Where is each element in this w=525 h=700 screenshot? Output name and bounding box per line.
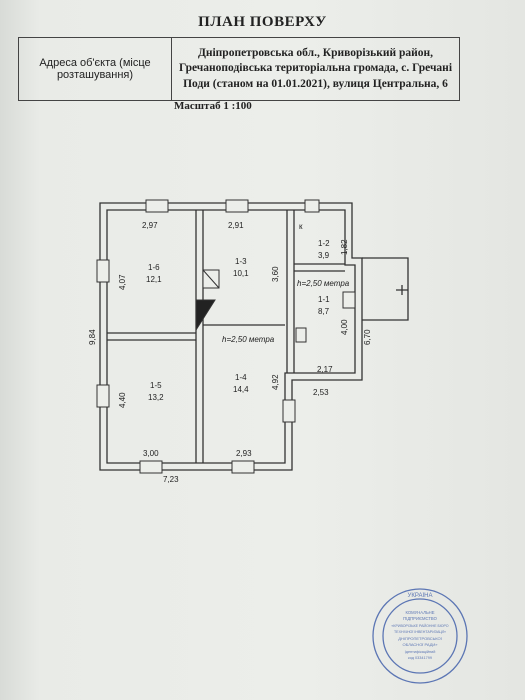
address-table: Адреса об'єкта (місце розташування) Дніп… — [18, 37, 460, 101]
room-area-1-2: 3,9 — [318, 251, 330, 260]
stamp-line-6: ОБЛАСНОЇ РАДИ» — [402, 642, 438, 647]
official-stamp: УКРАЇНА КОМУНАЛЬНЕ ПІДПРИЄМСТВО «КРИВОРІ… — [372, 588, 468, 684]
wall-h-left — [107, 332, 196, 341]
room-id-1-4: 1-4 — [235, 373, 247, 382]
height-label-1: h=2,50 метра — [297, 279, 350, 288]
address-label: Адреса об'єкта (місце розташування) — [19, 38, 172, 100]
scale-label: Масштаб 1 :100 — [174, 100, 252, 112]
cooker — [295, 327, 307, 343]
dim-297: 2,97 — [142, 221, 158, 230]
room-id-1-2: 1-2 — [318, 239, 330, 248]
stamp-line-8: код 03341799 — [408, 656, 432, 660]
stamp-line-7: Ідентифікаційний — [405, 650, 436, 654]
dim-182: 1,82 — [340, 239, 349, 255]
dim-217: 2,17 — [317, 365, 333, 374]
window-6 — [139, 460, 163, 474]
outer-wall — [99, 202, 363, 471]
chimney — [195, 299, 216, 332]
dim-291: 2,91 — [228, 221, 244, 230]
marker-k: к — [299, 222, 303, 231]
wall-v-mid — [195, 210, 204, 463]
entry-arrow — [396, 285, 408, 295]
height-label-2: h=2,50 метра — [222, 335, 275, 344]
room-area-1-1: 8,7 — [318, 307, 330, 316]
dim-670: 6,70 — [363, 329, 372, 345]
window-9 — [342, 291, 356, 309]
dim-723: 7,23 — [163, 475, 179, 484]
room-area-1-4: 14,4 — [233, 385, 249, 394]
stamp-line-3: «КРИВОРІЗЬКЕ РАЙОННЕ БЮРО — [391, 624, 448, 628]
room-id-1-5: 1-5 — [150, 381, 162, 390]
window-3 — [304, 199, 320, 213]
dim-984: 9,84 — [88, 329, 97, 345]
wall-v-right — [286, 210, 295, 373]
dim-360: 3,60 — [271, 266, 280, 282]
window-8 — [282, 399, 296, 423]
window-2 — [225, 199, 249, 213]
dim-253: 2,53 — [313, 388, 329, 397]
page-title: ПЛАН ПОВЕРХУ — [198, 14, 327, 30]
stamp-line-4: ТЕХНІЧНОЇ ІНВЕНТАРИЗАЦІЇ» — [394, 630, 446, 634]
address-value: Дніпропетровська обл., Криворізький райо… — [178, 46, 453, 90]
room-area-1-5: 13,2 — [148, 393, 164, 402]
window-4 — [96, 259, 110, 283]
window-1 — [145, 199, 169, 213]
stamp-line-1: КОМУНАЛЬНЕ — [405, 610, 434, 615]
stamp-line-5: ДНІПРОПЕТРОВСЬКОЇ — [398, 636, 442, 641]
room-id-1-6: 1-6 — [148, 263, 160, 272]
stove-line — [202, 269, 220, 289]
room-area-1-3: 10,1 — [233, 269, 249, 278]
room-id-1-1: 1-1 — [318, 295, 330, 304]
window-5 — [96, 384, 110, 408]
stamp-top: УКРАЇНА — [408, 592, 433, 599]
window-7 — [231, 460, 255, 474]
room-id-1-3: 1-3 — [235, 257, 247, 266]
wall-h-right — [294, 263, 345, 272]
dim-293: 2,93 — [236, 449, 252, 458]
porch — [362, 257, 409, 321]
dim-407: 4,07 — [118, 274, 127, 290]
dim-492: 4,92 — [271, 374, 280, 390]
dim-440: 4,40 — [118, 392, 127, 408]
inner-wall — [106, 209, 356, 464]
stamp-line-2: ПІДПРИЄМСТВО — [403, 616, 437, 621]
dim-400: 4,00 — [340, 319, 349, 335]
dim-300: 3,00 — [143, 449, 159, 458]
room-area-1-6: 12,1 — [146, 275, 162, 284]
